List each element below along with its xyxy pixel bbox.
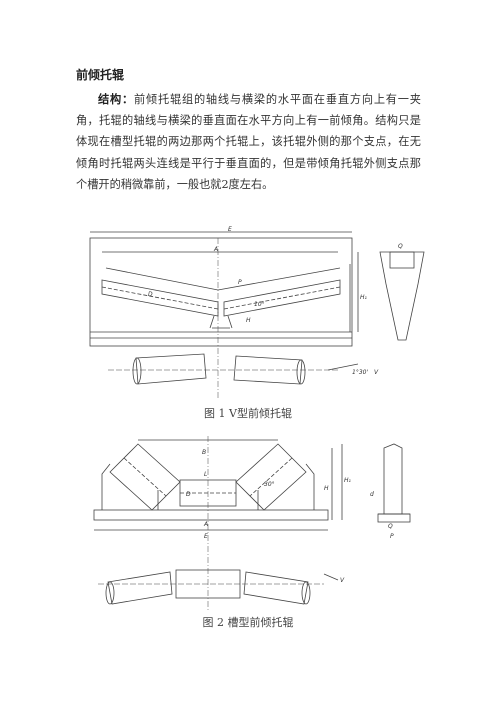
fig2-label-angle: 30° — [264, 481, 275, 488]
lead-label: 结构： — [98, 92, 134, 106]
fig1-label-angle: 10° — [254, 301, 265, 308]
fig2-label-B: B — [202, 449, 206, 456]
figure-trough-type-idler: B L D 30° A E H H₁ — [88, 434, 426, 612]
fig2-label-H1: H₁ — [344, 477, 352, 484]
fig1-label-H: H — [246, 317, 251, 324]
figure-v-type-idler: E A P D 10° H H₁ — [88, 224, 434, 400]
fig2-label-V: V — [340, 577, 345, 584]
fig1-label-A: A — [213, 246, 218, 253]
fig2-label-L: L — [204, 471, 207, 478]
fig2-label-D: D — [186, 491, 191, 498]
figure-1-caption: 图 1 V型前倾托辊 — [204, 407, 292, 420]
fig2-label-d: d — [370, 491, 374, 498]
body-paragraph: 结构：前倾托辊组的轴线与横梁的水平面在垂直方向上有一夹角，托辊的轴线与横梁的垂直… — [76, 89, 421, 195]
fig2-label-A: A — [203, 521, 208, 528]
fig1-label-H1: H₁ — [360, 294, 368, 301]
body-text: 前倾托辊组的轴线与横梁的水平面在垂直方向上有一夹角，托辊的轴线与横梁的垂直面在水… — [76, 93, 421, 191]
fig1-label-D: D — [148, 291, 153, 298]
section-title: 前倾托辊 — [76, 68, 125, 82]
figure-2-caption: 图 2 槽型前倾托辊 — [202, 616, 294, 629]
fig1-label-V: V — [374, 369, 379, 376]
fig2-label-Q: Q — [388, 523, 393, 530]
fig2-label-E: E — [204, 533, 208, 540]
fig1-label-E: E — [228, 226, 232, 233]
fig1-label-Q: Q — [398, 243, 403, 250]
fig1-label-P: P — [238, 279, 242, 286]
fig2-label-H: H — [324, 485, 329, 492]
fig2-label-P: P — [390, 533, 394, 540]
fig1-label-tilt: 1°30' — [352, 369, 368, 376]
